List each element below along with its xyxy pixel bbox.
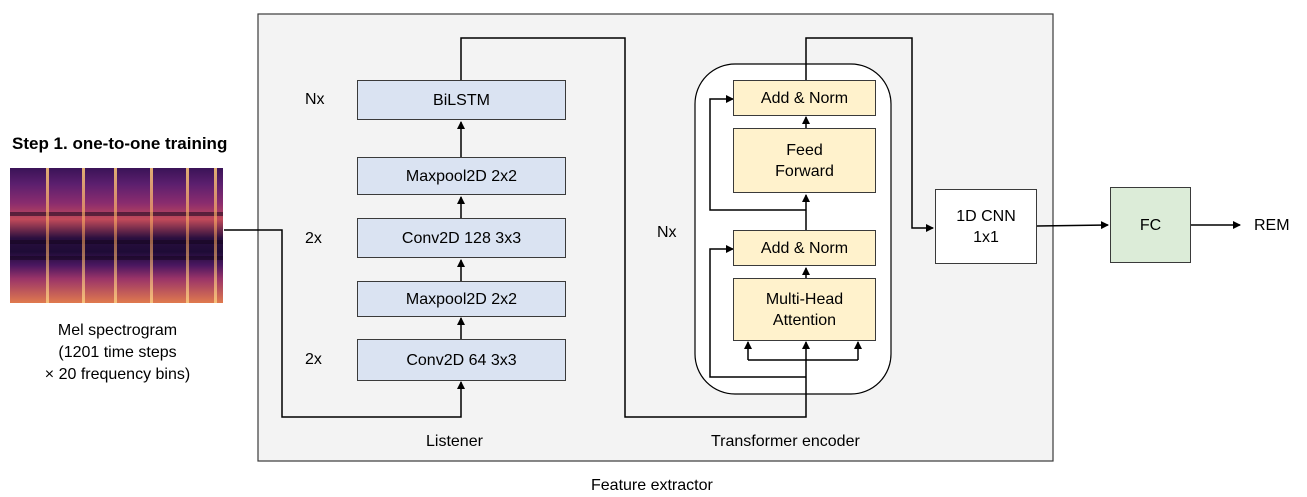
- cnn-line-1: 1D CNN: [956, 207, 1016, 225]
- feed-forward-block: Feed Forward: [733, 128, 876, 193]
- transformer-to-cnn-line: [805, 37, 934, 232]
- listener-repeat-top: Nx: [305, 91, 325, 108]
- feed-forward-line-1: Feed: [786, 141, 823, 159]
- listener-to-transformer-line: [460, 37, 810, 418]
- cnn-line-2: 1x1: [973, 228, 999, 246]
- residual-top-line: [709, 95, 806, 211]
- add-norm-top-block: Add & Norm: [733, 80, 876, 116]
- mel-spectrogram-image: [10, 168, 223, 303]
- caption-line-2: (1201 time steps: [58, 344, 177, 361]
- add-norm-bottom-block: Add & Norm: [733, 230, 876, 266]
- conv2d-128-block: Conv2D 128 3x3: [357, 218, 566, 258]
- caption-line-1: Mel spectrogram: [57, 322, 178, 339]
- maxpool-block-top: Maxpool2D 2x2: [357, 157, 566, 195]
- transformer-label: Transformer encoder: [711, 433, 860, 450]
- fc-block: FC: [1110, 187, 1191, 263]
- rem-output-label: REM: [1254, 217, 1290, 234]
- cnn-1d-block: 1D CNN 1x1: [935, 189, 1037, 264]
- residual-bottom-line: [709, 245, 806, 378]
- maxpool-block-bottom: Maxpool2D 2x2: [357, 281, 566, 317]
- caption-line-3: × 20 frequency bins): [44, 366, 191, 383]
- listener-repeat-bottom: 2x: [305, 351, 322, 368]
- attention-line-2: Attention: [772, 311, 837, 329]
- transformer-repeat: Nx: [657, 224, 677, 241]
- input-to-listener-line: [224, 229, 465, 418]
- step-title: Step 1. one-to-one training: [12, 134, 228, 153]
- attention-line-1: Multi-Head: [765, 290, 844, 308]
- listener-label: Listener: [426, 433, 483, 450]
- multi-head-attention-block: Multi-Head Attention: [733, 278, 876, 341]
- bilstm-block: BiLSTM: [357, 80, 566, 120]
- conv2d-64-block: Conv2D 64 3x3: [357, 339, 566, 381]
- feed-forward-line-2: Forward: [775, 162, 834, 180]
- spectrogram-caption: Mel spectrogram (1201 time steps × 20 fr…: [10, 320, 225, 386]
- feature-extractor-label: Feature extractor: [591, 477, 713, 494]
- cnn-to-fc-line: [1036, 221, 1109, 230]
- listener-repeat-mid: 2x: [305, 230, 322, 247]
